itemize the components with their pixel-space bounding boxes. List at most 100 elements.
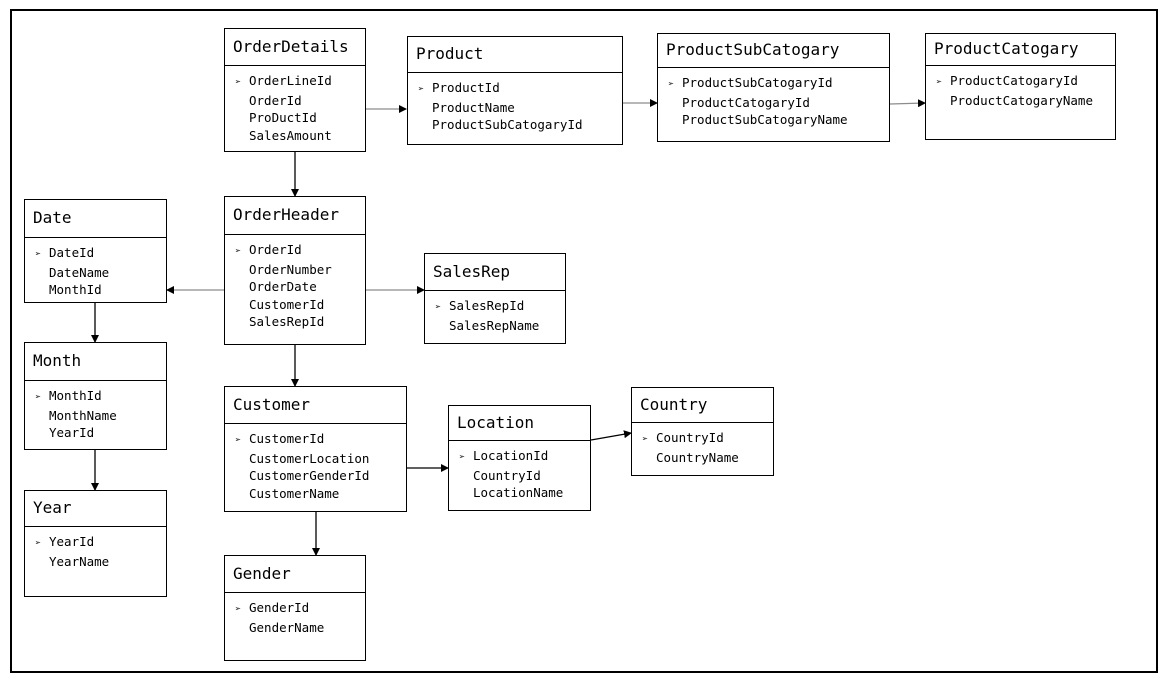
field: DateName: [35, 264, 166, 282]
primary-key-field: ➢OrderId: [235, 241, 365, 261]
field-name: ProductCatogaryName: [950, 92, 1093, 108]
field-name: YearId: [49, 425, 95, 440]
field-name: CustomerGenderId: [249, 468, 370, 483]
field: CustomerLocation: [235, 450, 406, 468]
field: OrderNumber: [235, 261, 365, 279]
field-name: MonthId: [49, 388, 102, 403]
entity-title: Product: [408, 37, 622, 73]
field-name: MonthName: [49, 407, 117, 423]
primary-key-field: ➢ CustomerId: [235, 430, 406, 450]
entity-country: Country ➢CountryId CountryName: [631, 387, 774, 476]
entity-title: Year: [25, 491, 166, 527]
entity-title: Gender: [225, 556, 365, 593]
primary-key-field: ➢ CountryId: [642, 429, 773, 449]
field-name: DateId: [49, 245, 95, 260]
field: YearId: [35, 424, 166, 442]
field: SalesRepName: [435, 317, 565, 335]
primary-key-field: ➢MonthId: [35, 387, 166, 407]
entity-orderheader: OrderHeader ➢OrderId OrderNumber OrderDa…: [224, 196, 366, 345]
field-list: ➢ ProductCatogaryId ProductCatogaryName: [926, 66, 1115, 139]
field: GenderName: [235, 619, 365, 637]
primary-key-field: ➢ OrderLineId: [235, 72, 365, 92]
entity-title: OrderDetails: [225, 29, 365, 66]
field-name: OrderId: [249, 92, 302, 108]
entity-title: Customer: [225, 387, 406, 424]
field-name: SalesRepId: [249, 314, 325, 329]
field: ProDuctId: [235, 109, 365, 127]
field: ProductCatogaryId: [668, 94, 889, 112]
field-list: ➢ DateId DateName MonthId: [25, 238, 166, 302]
arrowhead-bullet-icon: ➢: [642, 434, 649, 445]
field-name: YearId: [49, 534, 95, 549]
field-name: CustomerId: [249, 431, 325, 446]
field: ProductName: [418, 99, 622, 117]
field-name: YearName: [49, 553, 110, 569]
field: SalesRepId: [235, 313, 365, 331]
primary-key-field: ➢ ProductCatogaryId: [936, 72, 1115, 92]
entity-salesrep: SalesRep ➢SalesRepId SalesRepName: [424, 253, 566, 344]
entity-title: Country: [632, 388, 773, 423]
field-name: SalesRepId: [449, 298, 525, 313]
entity-title: ProductCatogary: [926, 34, 1115, 66]
field-name: OrderNumber: [249, 261, 332, 277]
primary-key-field: ➢ SalesRepId: [435, 297, 565, 317]
entity-productsubcatogary: ProductSubCatogary ➢ ProductSubCatogaryId…: [657, 33, 890, 142]
field-list: ➢ OrderLineId OrderId ProDuctId SalesAmou…: [225, 66, 365, 151]
field: CountryId: [459, 467, 590, 485]
arrowhead-bullet-icon: ➢: [35, 538, 42, 549]
field-name: CustomerLocation: [249, 450, 370, 466]
field-name: ProductSubCatogaryId: [682, 75, 833, 90]
field-name: CountryId: [656, 430, 724, 445]
arrowhead-bullet-icon: ➢: [459, 452, 466, 463]
entity-title: Month: [25, 343, 166, 381]
arrowhead-bullet-icon: ➢: [235, 604, 242, 615]
field-name: CustomerName: [249, 485, 340, 501]
field-name: ProductCatogaryId: [682, 94, 810, 110]
arrowhead-bullet-icon: ➢: [668, 79, 675, 90]
field-name: ProductCatogaryId: [950, 73, 1078, 88]
arrowhead-bullet-icon: ➢: [235, 435, 242, 446]
field: LocationName: [459, 484, 590, 502]
primary-key-field: ➢ DateId: [35, 244, 166, 264]
field-list: ➢ProductId ProductName ProductSubCatogar…: [408, 73, 622, 144]
arrowhead-bullet-icon: ➢: [35, 249, 42, 260]
entity-productcatogary: ProductCatogary ➢ ProductCatogaryId Produ…: [925, 33, 1116, 140]
arrowhead-bullet-icon: ➢: [418, 84, 425, 95]
primary-key-field: ➢ ProductSubCatogaryId: [668, 74, 889, 94]
field-name: SalesAmount: [249, 127, 332, 143]
field-list: ➢MonthId MonthName YearId: [25, 381, 166, 449]
arrowhead-bullet-icon: ➢: [235, 77, 242, 88]
primary-key-field: ➢ GenderId: [235, 599, 365, 619]
entity-gender: Gender ➢ GenderId GenderName: [224, 555, 366, 661]
entity-title: OrderHeader: [225, 197, 365, 235]
arrowhead-bullet-icon: ➢: [435, 302, 442, 313]
entity-title: Date: [25, 200, 166, 238]
field: CustomerGenderId: [235, 467, 406, 485]
entity-year: Year ➢ YearId YearName: [24, 490, 167, 597]
field-name: OrderLineId: [249, 73, 332, 88]
field-list: ➢CountryId CountryName: [632, 423, 773, 475]
field: MonthName: [35, 407, 166, 425]
field-name: OrderDate: [249, 279, 317, 294]
field-name: MonthId: [49, 282, 102, 297]
field-list: ➢ GenderId GenderName: [225, 593, 365, 660]
field-name: SalesRepName: [449, 317, 540, 333]
entity-title: Location: [449, 406, 590, 441]
field-name: DateName: [49, 264, 110, 280]
field: OrderId: [235, 92, 365, 110]
field: ProductCatogaryName: [936, 92, 1115, 110]
field-name: GenderId: [249, 600, 310, 615]
field: ProductSubCatogaryId: [418, 116, 622, 134]
field-list: ➢ SalesRepId SalesRepName: [425, 291, 565, 343]
field: SalesAmount: [235, 127, 365, 145]
field-name: ProductSubCatogaryId: [432, 117, 583, 132]
entity-customer: Customer ➢ CustomerId CustomerLocation Cu…: [224, 386, 407, 512]
field: CustomerName: [235, 485, 406, 503]
field-list: ➢OrderId OrderNumber OrderDate CustomerI…: [225, 235, 365, 344]
arrowhead-bullet-icon: ➢: [235, 246, 242, 257]
field: CustomerId: [235, 296, 365, 314]
field-name: ProDuctId: [249, 110, 317, 125]
field-name: LocationName: [473, 485, 564, 500]
entity-title: ProductSubCatogary: [658, 34, 889, 68]
arrowhead-bullet-icon: ➢: [936, 77, 943, 88]
